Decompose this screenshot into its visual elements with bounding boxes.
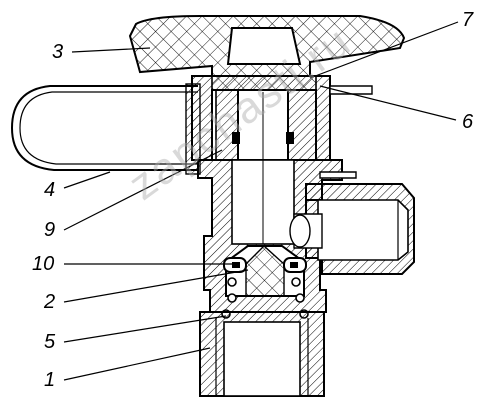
valve-cone [245,245,285,297]
label-3: 3 [52,41,64,63]
spindle-head [226,27,302,65]
label-10: 10 [32,253,55,275]
label-9: 9 [44,219,56,241]
handle-loop-inner [19,91,198,165]
o-ring-left [232,132,240,144]
label-6: 6 [462,111,474,133]
right-tab [329,85,373,95]
handle-loop [10,85,198,171]
o-ring-right [286,132,294,144]
label-4: 4 [44,179,56,201]
label-5: 5 [44,331,56,353]
handle-clamp [185,83,201,175]
label-1: 1 [44,369,56,391]
seat-dot-right [290,262,298,268]
inlet-bore [223,321,301,397]
label-2: 2 [44,291,56,313]
seat-dot-left [232,262,240,268]
leader-lines [63,21,459,381]
right-bracket [319,171,357,179]
outlet-port [289,214,311,248]
label-7: 7 [462,9,474,31]
side-outlet-bore [317,199,409,261]
